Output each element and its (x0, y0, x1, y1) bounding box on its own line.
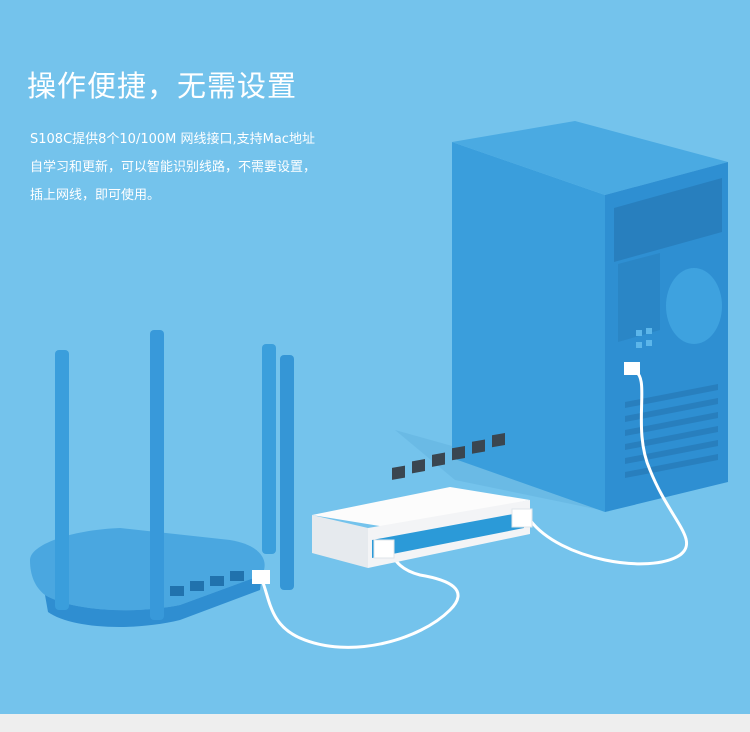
cable-router-switch (260, 551, 460, 649)
feature-headline: 操作便捷，无需设置 (27, 69, 298, 103)
switch-illustration (312, 432, 533, 568)
cable-pc-switch (528, 370, 688, 566)
bottom-divider (0, 714, 750, 732)
description-line-2: 自学习和更新，可以智能识别线路，不需要设置， (30, 160, 317, 175)
feature-description: S108C提供8个10/100M 网线接口,支持Mac地址 自学习和更新，可以智… (30, 126, 370, 210)
router-illustration (30, 330, 294, 627)
description-line-1: S108C提供8个10/100M 网线接口,支持Mac地址 (30, 132, 315, 147)
description-line-3: 插上网线，即可使用。 (30, 188, 161, 203)
pc-tower-illustration (452, 121, 728, 512)
fan-icon (666, 268, 722, 344)
